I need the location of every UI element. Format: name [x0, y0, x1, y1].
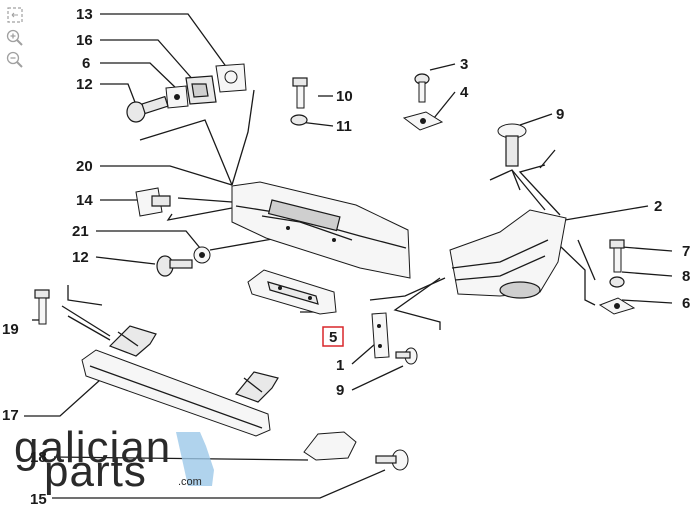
- callout-12: 12: [76, 76, 93, 93]
- callout-12-lower: 12: [72, 249, 89, 266]
- callout-13: 13: [76, 6, 93, 23]
- callout-6: 6: [82, 55, 90, 72]
- part-7-bolt: [609, 239, 625, 273]
- part-8-nut: [609, 276, 625, 288]
- part-18-cap: [303, 431, 357, 461]
- callout-9: 9: [556, 106, 564, 123]
- callout-3: 3: [460, 56, 468, 73]
- part-12-screw-lower: [156, 255, 193, 277]
- leader-lines: [24, 13, 673, 499]
- callout-18: 18: [30, 449, 47, 466]
- callout-16: 16: [76, 32, 93, 49]
- part-13-plate: [215, 63, 247, 93]
- part-19-bolt: [34, 289, 50, 325]
- callout-14: 14: [76, 192, 93, 209]
- callout-9-lower: 9: [336, 382, 344, 399]
- part-6-clip-nut-right: [598, 297, 636, 315]
- callout-8: 8: [682, 268, 690, 285]
- callout-4: 4: [460, 84, 469, 101]
- part-3-screw: [414, 73, 430, 103]
- callout-19: 19: [2, 321, 19, 338]
- fit-view-icon[interactable]: [4, 6, 26, 24]
- zoom-out-icon[interactable]: [4, 50, 26, 68]
- watermark-line2: parts: [44, 447, 147, 496]
- callout-11: 11: [336, 118, 352, 135]
- callout-15: 15: [30, 491, 47, 508]
- callout-1: 1: [336, 357, 344, 374]
- part-1-strap: [371, 312, 390, 359]
- part-12-bolt: [126, 95, 169, 123]
- part-21-washer: [193, 246, 211, 264]
- viewer-toolbar: [4, 6, 30, 72]
- part-20-bumper-center: [231, 181, 411, 279]
- callout-20: 20: [76, 158, 93, 175]
- part-9-bolt-upper: [497, 123, 527, 167]
- part-9-screw-lower: [395, 347, 418, 365]
- callout-10: 10: [336, 88, 353, 105]
- callout-17: 17: [2, 407, 19, 424]
- part-4-clip-nut: [402, 111, 444, 131]
- part-15-screw: [375, 449, 409, 471]
- part-14-plug: [135, 187, 171, 217]
- part-10-bolt: [292, 77, 308, 109]
- watermark-suffix: .com: [178, 476, 202, 488]
- watermark-logo: galician parts .com: [14, 423, 214, 496]
- watermark-line1: galician: [14, 423, 171, 472]
- part-2-bumper-end: [449, 209, 567, 299]
- part-17-beam: [81, 325, 279, 437]
- zoom-in-icon[interactable]: [4, 28, 26, 46]
- highlight-box: [322, 326, 344, 347]
- callout-labels: 13 16 6 12 20 14 21 12 19 17 18 15 10 11…: [2, 6, 690, 508]
- callout-5[interactable]: 5: [329, 329, 337, 346]
- part-6-clip: [165, 85, 189, 109]
- callout-7: 7: [682, 243, 690, 260]
- part-5-bracket: [247, 269, 337, 315]
- callout-21: 21: [72, 223, 89, 240]
- part-11-nut: [290, 114, 308, 126]
- part-16-clip-nut: [185, 75, 217, 105]
- callout-6-right: 6: [682, 295, 690, 312]
- callout-2: 2: [654, 198, 662, 215]
